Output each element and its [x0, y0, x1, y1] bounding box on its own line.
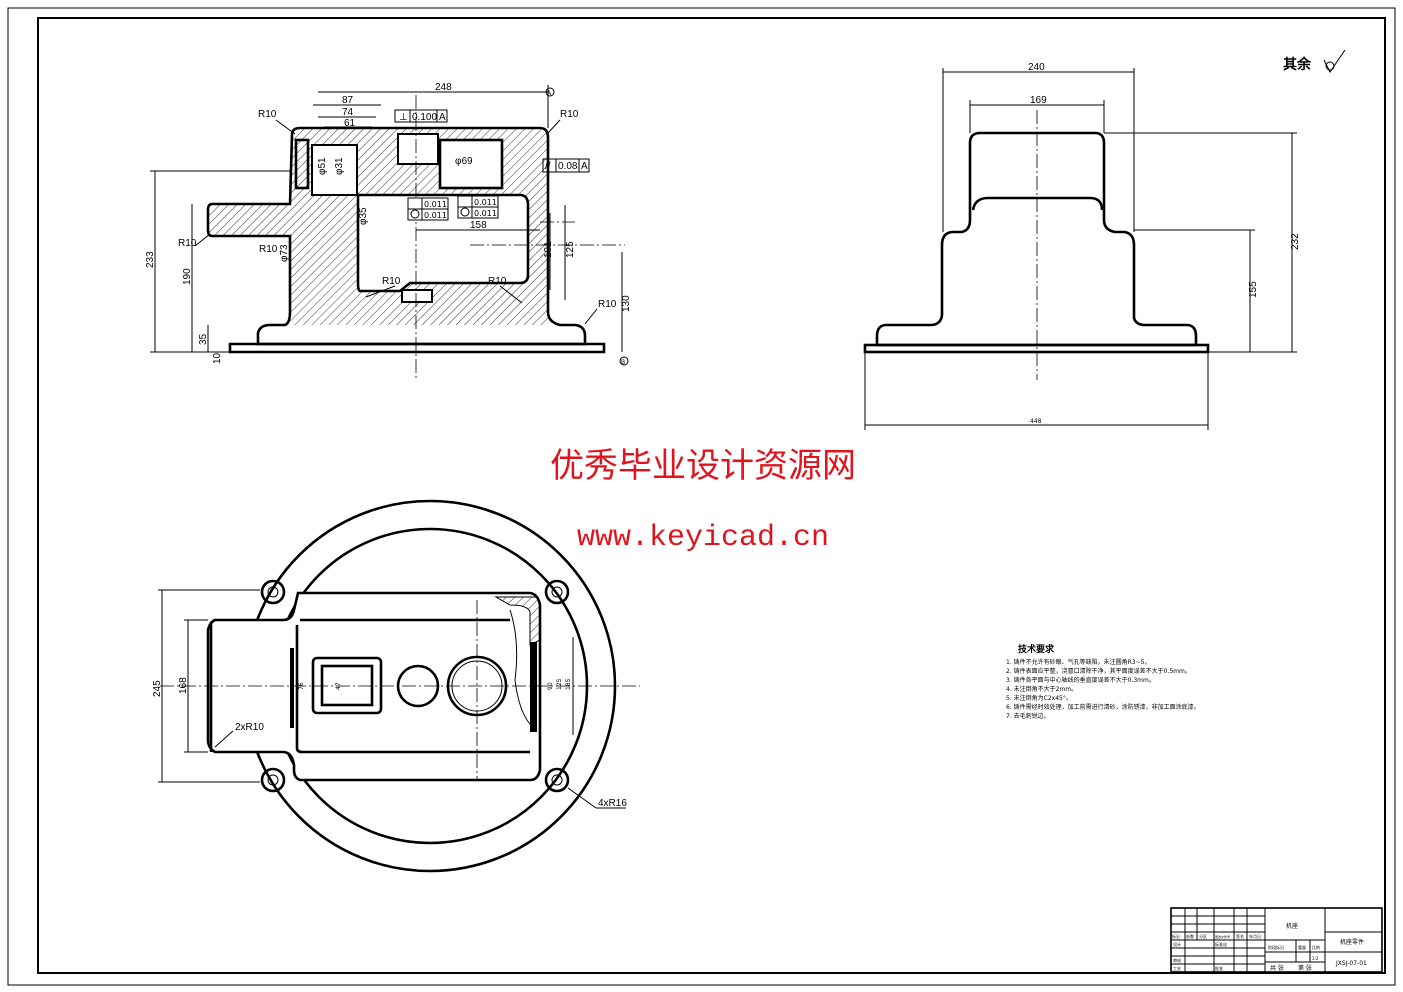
- drawing-label: 0.011: [474, 209, 497, 218]
- roughness-symbol-icon: [1323, 49, 1346, 73]
- drawing-label: 4. 未注倒角不大于2mm。: [1006, 685, 1077, 693]
- drawing-label: 0.100: [412, 112, 437, 123]
- drawing-label: φ31: [334, 157, 345, 175]
- drawing-label: 0.011: [424, 211, 447, 220]
- drawing-label: 处数: [1186, 933, 1194, 939]
- drawing-label: 248: [435, 82, 452, 93]
- drawing-label: 47: [335, 682, 342, 690]
- drawing-label: 比例: [1312, 944, 1320, 950]
- drawing-label: A: [547, 90, 552, 97]
- top-view: 245 168 2xR10 4xR16 76 47 185 125 90: [152, 499, 640, 873]
- drawing-label: 87: [342, 95, 354, 106]
- drawing-label: 4xR16: [598, 798, 627, 809]
- drawing-label: 90: [547, 682, 554, 690]
- watermark-title: 优秀毕业设计资源网: [550, 446, 856, 486]
- drawing-label: JXSJ-07-01: [1335, 960, 1367, 967]
- drawing-label: φ35: [358, 207, 369, 225]
- drawing-label: 0.011: [474, 198, 497, 207]
- drawing-label: 158: [470, 220, 487, 231]
- drawing-label: R10: [259, 244, 278, 255]
- parallelism-frame: // 0.08 A: [542, 158, 590, 173]
- drawing-label: 2xR10: [235, 722, 264, 733]
- drawing-label: 232: [1290, 233, 1301, 250]
- drawing-label: 76: [298, 682, 305, 690]
- drawing-label: 技术要求: [1018, 643, 1055, 655]
- drawing-label: 3. 铸件各平面与中心轴线的垂直度误差不大于0.3mm。: [1006, 676, 1155, 684]
- drawing-label: 签名: [1236, 933, 1244, 939]
- drawing-label: 169: [1030, 95, 1047, 106]
- drawing-label: 2. 铸件表面应平整，浇冒口清除干净，其平面度误差不大于0.5mm。: [1006, 667, 1191, 675]
- drawing-label: 130: [621, 295, 632, 312]
- drawing-label: φ73: [279, 244, 290, 262]
- drawing-label: 190: [182, 268, 193, 285]
- drawing-label: 6. 铸件需经时效处理，加工前需进行清砂，涂防锈漆，非加工面涂底漆。: [1006, 703, 1200, 711]
- drawing-label: 245: [152, 680, 163, 697]
- drawing-label: 年月日: [1249, 933, 1261, 939]
- drawing-label: A: [439, 112, 446, 123]
- drawing-label: 35: [198, 333, 209, 345]
- drawing-label: 阶段标记: [1268, 944, 1284, 950]
- drawing-label: 101: [543, 241, 554, 258]
- drawing-label: R10: [258, 109, 277, 120]
- drawing-label: 设计: [1173, 941, 1181, 947]
- drawing-label: 更改文件号: [1215, 934, 1230, 939]
- drawing-label: R10: [178, 238, 197, 249]
- side-view: 240 169 232 155 448: [863, 62, 1301, 430]
- drawing-label: 第 张: [1298, 964, 1312, 972]
- drawing-label: 共 张: [1270, 964, 1284, 972]
- drawing-label: 155: [1248, 281, 1259, 298]
- watermark-url[interactable]: www.keyicad.cn: [577, 521, 829, 555]
- drawing-label: 分区: [1199, 933, 1207, 939]
- drawing-label: 机座: [1286, 922, 1298, 930]
- bolt-hole-icons: [260, 579, 570, 793]
- drawing-label: 125: [565, 241, 576, 258]
- drawing-label: 5. 未注倒角为C2x45°。: [1006, 694, 1072, 702]
- drawing-label: 标准化: [1215, 941, 1227, 947]
- drawing-label: 标记: [1172, 933, 1180, 939]
- drawing-label: φ69: [455, 156, 473, 167]
- drawing-label: 125: [556, 678, 563, 690]
- drawing-label: R10: [488, 276, 507, 287]
- inner-frame: [37, 17, 1386, 974]
- drawing-label: 185: [565, 678, 572, 690]
- technical-requirements: 技术要求 1. 铸件不允许有砂眼、气孔等缺陷，未注圆角R3~5。 2. 铸件表面…: [1006, 643, 1200, 720]
- cylindricity-roundness-frames: 0.011 0.011 0.011 0.011: [407, 195, 499, 221]
- outer-border: [7, 7, 1396, 986]
- drawing-label: A: [581, 161, 588, 172]
- drawing-label: 重量: [1298, 944, 1306, 950]
- drawing-label: 0.08: [558, 161, 578, 172]
- drawing-label: 7. 去毛刺锐边。: [1006, 712, 1050, 720]
- drawing-label: 10: [212, 352, 223, 364]
- drawing-label: 448: [1030, 418, 1042, 425]
- svg-text:⊥: ⊥: [399, 112, 408, 123]
- svg-text://: //: [545, 161, 551, 172]
- drawing-label: 0.011: [424, 200, 447, 209]
- drawing-label: 批准: [1215, 965, 1223, 971]
- title-block: 机座 机座零件 JXSJ-07-01 标记 处数 分区 更改文件号 签名 年月日…: [1170, 907, 1383, 973]
- surface-note-text: 其余: [1283, 56, 1312, 73]
- drawing-label: 168: [178, 677, 189, 694]
- drawing-label: R10: [382, 276, 401, 287]
- drawing-label: 机座零件: [1340, 938, 1364, 946]
- drawing-label: φ51: [317, 157, 328, 175]
- drawing-label: 233: [145, 251, 156, 268]
- datum-markers: A B: [545, 87, 629, 366]
- front-section-view: 248 87 74 61 233 190 35 10 130 125 101 1…: [145, 82, 632, 380]
- drawing-label: R10: [560, 109, 579, 120]
- drawing-label: 1. 铸件不允许有砂眼、气孔等缺陷，未注圆角R3~5。: [1006, 658, 1150, 666]
- drawing-label: 1:2: [1312, 956, 1319, 961]
- drawing-label: 240: [1028, 62, 1045, 73]
- perpendicularity-frame: ⊥ 0.100 A: [394, 109, 448, 123]
- surface-roughness-note: 其余: [1283, 49, 1346, 73]
- drawing-label: B: [621, 359, 625, 366]
- drawing-label: 工艺: [1173, 966, 1181, 971]
- drawing-label: 74: [342, 107, 354, 118]
- drawing-label: 61: [344, 118, 356, 129]
- drawing-label: 审核: [1173, 957, 1181, 963]
- drawing-label: R10: [598, 299, 617, 310]
